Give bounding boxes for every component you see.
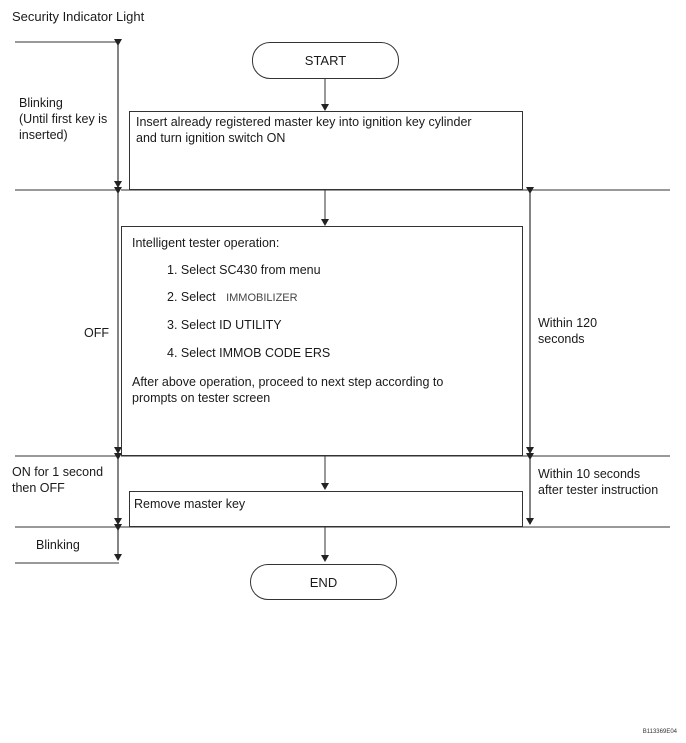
- blinking-label-bottom: Blinking: [36, 538, 80, 552]
- on-label-line1: ON for 1 second: [12, 465, 104, 479]
- insert-key-line2: and turn ignition switch ON: [136, 131, 286, 145]
- remove-key-text: Remove master key: [134, 497, 246, 511]
- tester-footer-line2: prompts on tester screen: [132, 391, 271, 405]
- tester-step-4: 4. Select IMMOB CODE ERS: [167, 346, 331, 360]
- tester-footer-line1: After above operation, proceed to next s…: [132, 375, 444, 389]
- insert-key-line1: Insert already registered master key int…: [136, 115, 472, 129]
- step-box-tester-operation: Intelligent tester operation: 1. Select …: [121, 226, 523, 456]
- within-10-line2: after tester instruction: [538, 483, 659, 497]
- blinking-label-line3: inserted): [19, 128, 68, 142]
- step-box-remove-key: Remove master key: [129, 491, 523, 527]
- tester-step-2-label: 2. Select: [167, 290, 216, 304]
- step-box-insert-key: Insert already registered master key int…: [129, 111, 523, 190]
- diagram-title: Security Indicator Light: [12, 9, 145, 24]
- figure-code: B113369E04: [642, 729, 677, 735]
- blinking-label-line2: (Until first key is: [19, 112, 108, 126]
- within-10-line1: Within 10 seconds: [538, 467, 641, 481]
- tester-heading: Intelligent tester operation:: [132, 236, 280, 250]
- tester-step-3: 3. Select ID UTILITY: [167, 318, 282, 332]
- within-120-line2: seconds: [538, 332, 585, 346]
- on-label-line2: then OFF: [12, 481, 65, 495]
- tester-step-1: 1. Select SC430 from menu: [167, 263, 321, 277]
- tester-step-2: 2. Select IMMOBILIZER: [167, 289, 298, 306]
- blinking-label-line1: Blinking: [19, 96, 63, 110]
- tester-step-2-value: IMMOBILIZER: [226, 292, 298, 304]
- within-120-line1: Within 120: [538, 316, 598, 330]
- end-terminal: END: [250, 564, 397, 600]
- start-terminal: START: [252, 42, 399, 79]
- off-label: OFF: [84, 326, 109, 340]
